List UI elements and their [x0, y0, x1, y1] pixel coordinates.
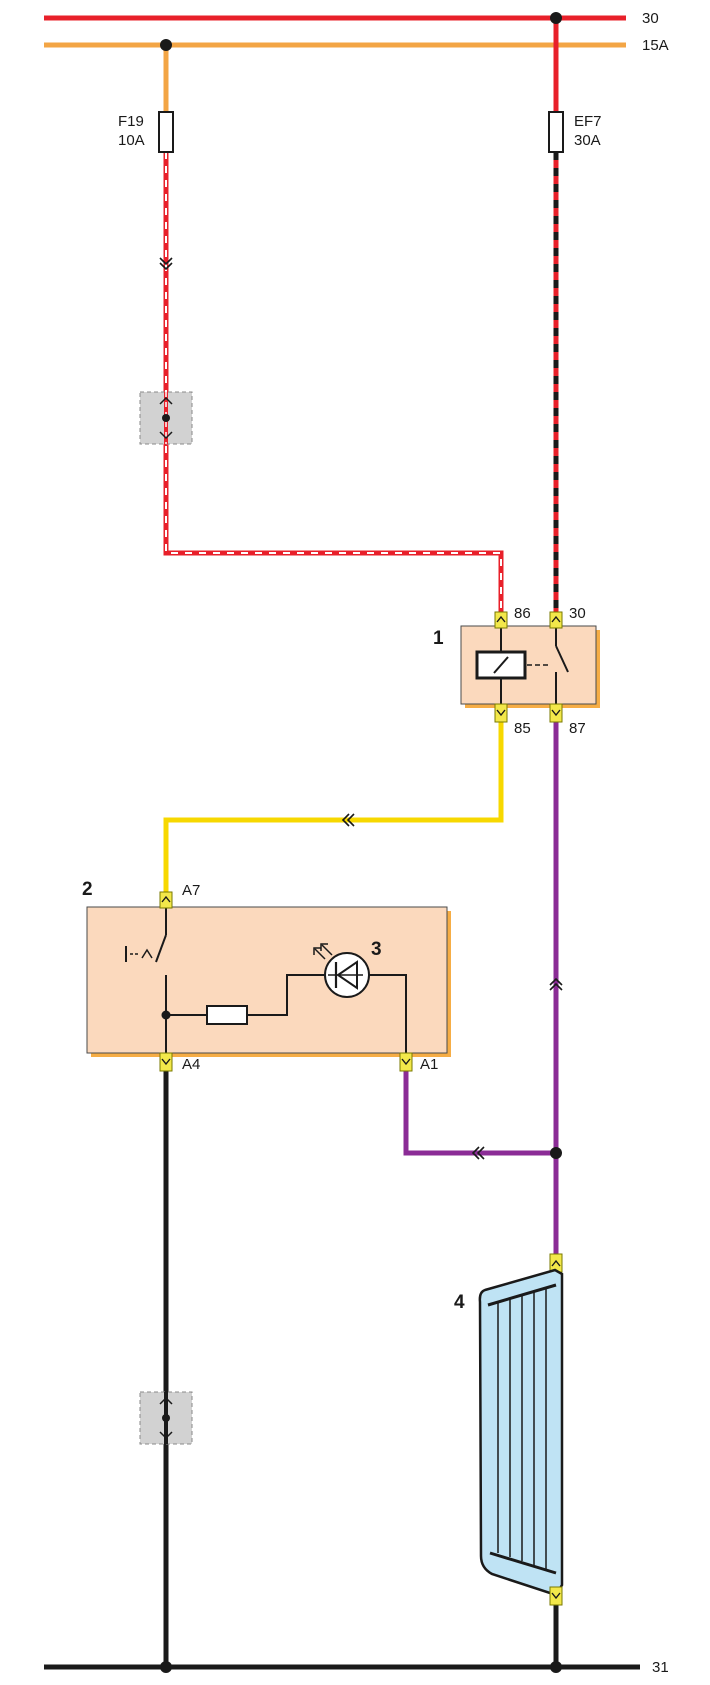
relay-pin-87-label: 87	[569, 720, 586, 737]
splice-connector-icon	[139, 1391, 193, 1445]
relay-number: 1	[433, 628, 444, 649]
switch-pin-a7-label: A7	[182, 882, 200, 899]
yellow-wire	[163, 722, 504, 893]
junction-dot	[550, 1661, 562, 1673]
connector-a4-icon	[159, 1052, 173, 1072]
fuse-ef7-icon	[548, 111, 564, 153]
led-number: 3	[371, 939, 382, 960]
relay	[460, 625, 600, 708]
junction-dot	[160, 39, 172, 51]
fuse-ef7-rating: 30A	[574, 132, 601, 149]
switch-pin-a1-label: A1	[420, 1056, 438, 1073]
chevron-down-icon	[159, 257, 173, 271]
fog-lamp-icon	[478, 1253, 564, 1606]
purple-branch-wire	[403, 1065, 556, 1156]
connector-86-icon	[494, 611, 508, 629]
rail-30-label: 30	[642, 10, 659, 27]
fuse-f19-icon	[158, 111, 174, 153]
relay-pin-85-label: 85	[514, 720, 531, 737]
rail-15a-label: 15A	[642, 37, 669, 54]
fuse-f19-name: F19	[118, 113, 144, 130]
connector-30-icon	[549, 611, 563, 629]
fuse-f19-rating: 10A	[118, 132, 145, 149]
relay-pin-86-label: 86	[514, 605, 531, 622]
chevron-left-icon	[471, 1146, 485, 1160]
junction-dot	[550, 1147, 562, 1159]
resistor-icon	[206, 1005, 248, 1025]
chevron-up-icon	[549, 977, 563, 991]
switch-pin-a4-label: A4	[182, 1056, 200, 1073]
connector-a1-icon	[399, 1052, 413, 1072]
relay-contact-icon	[527, 626, 569, 704]
rail-31-label: 31	[652, 1659, 669, 1676]
switch-number: 2	[82, 879, 93, 900]
fog-light-switch	[86, 906, 451, 1057]
connector-a7-icon	[159, 891, 173, 909]
junction-dot	[160, 1661, 172, 1673]
fuse-ef7-name: EF7	[574, 113, 602, 130]
connector-87-icon	[549, 703, 563, 723]
fog-lamp-number: 4	[454, 1292, 465, 1313]
chevron-left-icon	[341, 813, 355, 827]
relay-pin-30-label: 30	[569, 605, 586, 622]
splice-connector-icon	[139, 391, 193, 445]
red-white-wire	[163, 152, 504, 612]
connector-85-icon	[494, 703, 508, 723]
junction-dot	[550, 12, 562, 24]
